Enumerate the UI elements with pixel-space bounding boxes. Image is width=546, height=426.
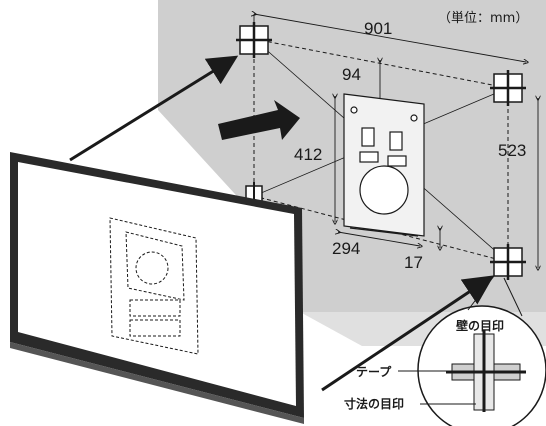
dimension-523: 523 [498, 141, 526, 160]
dimension-294: 294 [332, 239, 360, 258]
dimension-412: 412 [294, 145, 322, 164]
label-dimension-mark: 寸法の目印 [344, 396, 404, 411]
tv-back-mount-outline [109, 217, 199, 355]
insert-arrow [218, 100, 300, 140]
dimension-94: 94 [342, 65, 361, 84]
placement-arrows [69, 55, 494, 392]
dimension-901: 901 [364, 19, 392, 38]
label-tape: テープ [356, 364, 392, 379]
dimension-17: 17 [404, 253, 423, 272]
wall-mark-top-right [490, 70, 526, 106]
wall-mark-bottom-right [490, 244, 526, 280]
unit-label: （単位：mm） [438, 10, 528, 26]
callout-magnifier [398, 275, 546, 426]
wall-bracket [343, 93, 425, 237]
tv-bezel-bottom [10, 342, 304, 424]
tv [10, 152, 304, 424]
tv-screen [18, 162, 296, 406]
wall-mark-top-left [236, 22, 272, 58]
label-wall-mark: 壁の目印 [456, 318, 504, 333]
